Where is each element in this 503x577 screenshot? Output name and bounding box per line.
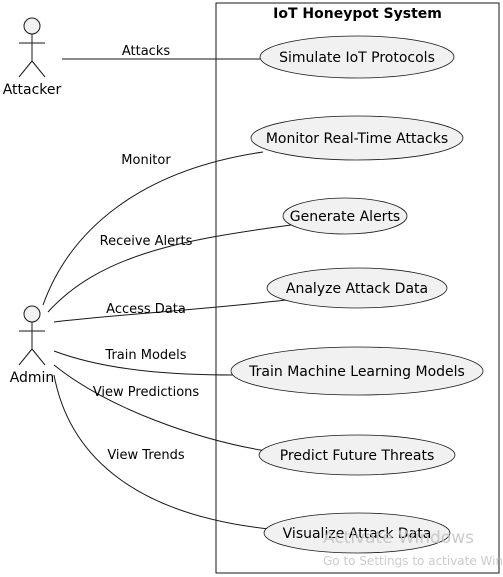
- actor-attacker-leg-right: [31, 60, 46, 78]
- use-cases: Simulate IoT Protocols Monitor Real-Time…: [230, 35, 484, 554]
- association-access-data: [53, 299, 287, 323]
- activation-watermark: Activate Windows Go to Settings to activ…: [323, 528, 503, 568]
- association-label-receive-alerts: Receive Alerts: [100, 234, 193, 249]
- use-case-visualize-label: Visualize Attack Data: [283, 526, 432, 542]
- actor-attacker-leg-left: [18, 60, 33, 78]
- actor-admin-leg-left: [18, 348, 33, 366]
- actor-admin: Admin: [10, 305, 55, 386]
- association-monitor: [42, 151, 264, 306]
- association-view-trends: [53, 374, 270, 530]
- use-case-train: Train Machine Learning Models: [230, 346, 484, 396]
- association-label-attacks: Attacks: [122, 44, 171, 59]
- association-view-predictions: [53, 364, 267, 452]
- watermark-subtitle: Go to Settings to activate Windows.: [323, 554, 503, 568]
- system-title: IoT Honeypot System: [273, 6, 442, 22]
- use-case-monitor-label: Monitor Real-Time Attacks: [266, 131, 448, 147]
- association-label-view-predictions: View Predictions: [93, 385, 200, 400]
- use-case-predict: Predict Future Threats: [258, 434, 456, 476]
- use-case-train-label: Train Machine Learning Models: [248, 364, 465, 380]
- association-receive-alerts: [47, 224, 292, 313]
- association-label-monitor: Monitor: [121, 153, 171, 168]
- actor-admin-leg-right: [31, 348, 46, 366]
- use-case-alerts: Generate Alerts: [282, 197, 408, 235]
- use-case-analyze: Analyze Attack Data: [266, 267, 448, 309]
- use-case-alerts-label: Generate Alerts: [290, 209, 400, 225]
- association-train-models: [53, 350, 235, 376]
- association-label-view-trends: View Trends: [107, 448, 185, 463]
- actor-attacker-label: Attacker: [3, 82, 62, 98]
- use-case-analyze-label: Analyze Attack Data: [286, 281, 428, 297]
- use-case-simulate-ellipse: [259, 35, 455, 79]
- use-case-simulate: Simulate IoT Protocols: [259, 35, 455, 79]
- use-case-analyze-ellipse: [266, 267, 448, 309]
- actor-admin-head: [23, 305, 41, 323]
- watermark-title: Activate Windows: [323, 528, 474, 548]
- actor-admin-label: Admin: [10, 370, 55, 386]
- use-case-visualize-ellipse: [263, 512, 451, 554]
- use-case-visualize: Visualize Attack Data: [263, 512, 451, 554]
- actor-attacker-head: [23, 17, 41, 35]
- association-label-train-models: Train Models: [104, 348, 186, 363]
- use-case-simulate-label: Simulate IoT Protocols: [279, 50, 435, 66]
- use-case-predict-label: Predict Future Threats: [280, 448, 435, 464]
- use-case-train-ellipse: [230, 346, 484, 396]
- actor-attacker: Attacker: [3, 17, 62, 98]
- use-case-monitor: Monitor Real-Time Attacks: [250, 115, 464, 161]
- association-label-access-data: Access Data: [106, 302, 186, 317]
- use-case-monitor-ellipse: [250, 115, 464, 161]
- use-case-alerts-ellipse: [282, 197, 408, 235]
- associations: Attacks Monitor Receive Alerts Access Da…: [42, 44, 292, 530]
- use-case-predict-ellipse: [258, 434, 456, 476]
